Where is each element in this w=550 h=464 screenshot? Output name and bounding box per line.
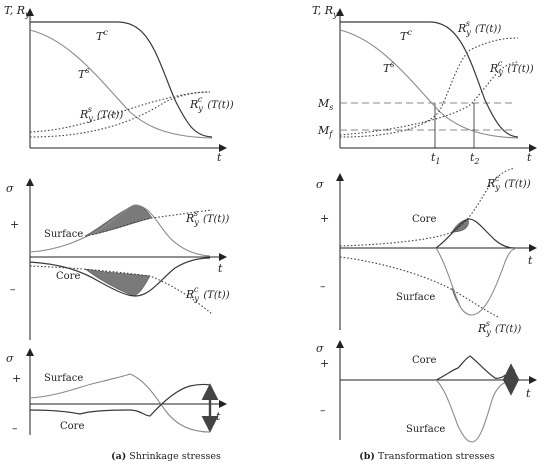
panel-b-mf-label: Mf	[317, 124, 334, 139]
panel-a-middle-ry-core-label: Ryc(T(t))	[185, 285, 230, 303]
panel-b-top-y-label: T, Ry	[312, 4, 338, 19]
panel-b-bottom-x-label: t	[526, 387, 531, 400]
panel-b-middle-x-label: t	[528, 254, 533, 267]
panel-a-top-plot: T, Ry t Tc Ts Rys(T(t)) Ryc(T(t))	[4, 4, 234, 164]
panel-b: T, Ry t Tc Ts Rys(T(t)) Ryc(T(t)) Ms Mf …	[312, 4, 537, 462]
panel-b-middle-minus: –	[320, 280, 326, 293]
panel-a-bottom-core-curve	[29, 383, 211, 417]
panel-a-ry-core-label: Ryc(T(t))	[189, 95, 234, 113]
panel-a-caption: (a)Shrinkage stresses	[111, 451, 221, 462]
panel-b-middle-ry-core-label: Ryc(T(t))	[486, 174, 531, 192]
panel-b-ry-surface-label: Rys(T(t))	[457, 19, 501, 37]
panel-a-bottom-core-label: Core	[60, 421, 84, 432]
panel-b-t2-label: t2	[470, 151, 480, 166]
panel-a-bottom-plot: σ + – t Surface Core	[6, 348, 227, 435]
panel-b-ry-core-curve	[339, 61, 519, 136]
panel-b-core-temperature-curve	[340, 21, 519, 138]
panel-a-middle-sigma: σ	[6, 182, 14, 195]
panel-a-bottom-plus: +	[12, 372, 21, 385]
panel-b-core-stress-curve	[435, 218, 516, 249]
panel-b-top-x-label: t	[527, 151, 532, 164]
panel-b-middle-plus: +	[320, 212, 329, 225]
panel-b-bottom-surface-label: Surface	[406, 424, 445, 435]
panel-a-middle-minus: –	[10, 283, 16, 296]
panel-b-caption: (b)Transformation stresses	[359, 451, 495, 462]
panel-a-top-x-label: t	[217, 151, 222, 164]
panel-a-ry-surface-curve	[29, 91, 211, 133]
panel-b-surface-temperature-curve	[339, 29, 519, 139]
panel-a-surface-stress-curve	[29, 204, 211, 257]
panel-b-middle-sigma: σ	[316, 178, 324, 191]
panel-a-top-y-label: T, Ry	[4, 4, 30, 19]
panel-a-middle-ry-surface-label: Rys(T(t))	[185, 209, 229, 227]
panel-a-t-core-label: Tc	[96, 28, 108, 43]
panel-b-bottom-plus: +	[320, 357, 329, 370]
panel-b-bottom-surface-curve	[435, 379, 513, 443]
panel-a-ry-surface-label: Rys(T(t))	[79, 105, 123, 123]
panel-a-core-plastic-zone	[84, 268, 151, 297]
panel-a-core-temperature-curve	[30, 21, 213, 138]
panel-b-bottom-core-curve	[435, 355, 516, 381]
panel-a-core-stress-curve	[29, 257, 211, 297]
panel-b-middle-ry-surface-curve	[339, 256, 501, 319]
panel-a-middle-ry-surface-curve	[84, 209, 213, 237]
panel-a-bottom-minus: –	[12, 422, 18, 435]
panel-a-middle-ry-core-curve	[29, 265, 213, 315]
panel-b-bottom-minus: –	[320, 404, 326, 417]
panel-a-t-surface-label: Ts	[78, 66, 89, 81]
panel-b-t-core-label: Tc	[400, 28, 412, 43]
panel-b-bottom-sigma: σ	[316, 342, 324, 355]
panel-b-ms-label: Ms	[317, 97, 333, 112]
panel-b-ry-surface-curve	[339, 37, 519, 138]
panel-b-middle-core-label: Core	[412, 214, 436, 225]
panel-b-middle-ry-surface-label: Rys(T(t))	[477, 319, 521, 337]
panel-b-top-plot: T, Ry t Tc Ts Rys(T(t)) Ryc(T(t)) Ms Mf …	[312, 4, 537, 166]
panel-a-surface-temperature-curve	[29, 29, 213, 139]
panel-b-t1-label: t1	[431, 151, 441, 166]
panel-a-bottom-surface-label: Surface	[44, 373, 83, 384]
panel-a-bottom-x-label: t	[216, 410, 221, 423]
panel-a-middle-x-label: t	[218, 262, 223, 275]
panel-a-middle-plus: +	[10, 218, 19, 231]
panel-b-middle-plot: σ + – t Core Surface Ryc(T(t)) Rys(T(t))	[316, 167, 537, 337]
panel-a-middle-core-label: Core	[56, 271, 80, 282]
panel-a-middle-surface-label: Surface	[44, 229, 83, 240]
panel-a: T, Ry t Tc Ts Rys(T(t)) Ryc(T(t)) σ + – …	[4, 4, 234, 462]
panel-a-middle-plot: σ + – t Surface Core Rys(T(t)) Ryc(T(t))	[6, 178, 230, 340]
panel-b-t-surface-label: Ts	[383, 60, 394, 75]
panel-a-ry-core-curve	[29, 91, 211, 138]
panel-a-bottom-surface-curve	[29, 373, 211, 433]
panel-b-surface-stress-curve	[435, 247, 516, 316]
panel-a-bottom-sigma: σ	[6, 352, 14, 365]
panel-b-ry-core-label: Ryc(T(t))	[489, 59, 534, 77]
panel-b-bottom-core-label: Core	[412, 355, 436, 366]
panel-b-bottom-plot: σ + – t Core Surface	[316, 340, 537, 443]
panel-b-middle-surface-label: Surface	[396, 292, 435, 303]
